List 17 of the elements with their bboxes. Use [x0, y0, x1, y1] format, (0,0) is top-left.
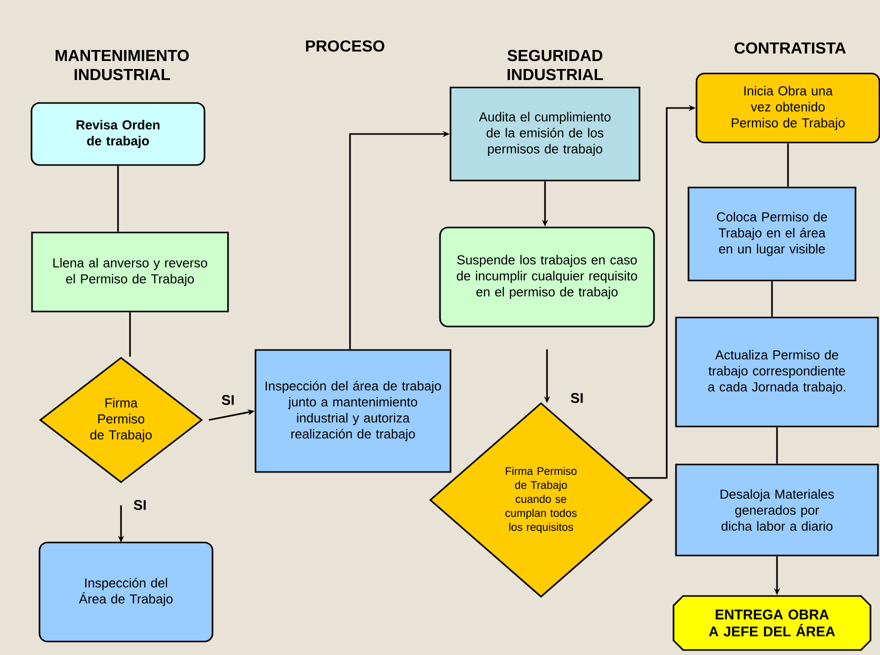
process-box: Inspección del Área de Trabajo	[38, 542, 214, 642]
process-box: Revisa Orden de trabajo	[30, 102, 206, 166]
process-box: Llena al anverso y reverso el Permiso de Trabajo	[31, 232, 229, 312]
edge-label: SI	[569, 392, 585, 404]
edge-label: SI	[132, 499, 148, 511]
process-box: Coloca Permiso de Trabajo en el área en un lugar visible	[688, 186, 856, 282]
column-heading: CONTRATISTA	[734, 42, 846, 54]
process-box: Suspende los trabajos en caso de incumplir cualquier requisito en el permiso de trabajo	[439, 226, 655, 328]
process-box: Actualiza Permiso de trabajo correspondiente a cada Jornada trabajo.	[675, 316, 879, 428]
process-box: Inspección del área de trabajo junto a mantenimiento industrial y autoriza realización de trabajo	[254, 349, 452, 473]
process-box: Inicia Obra una vez obtenido Permiso de Trabajo	[696, 72, 880, 144]
process-box: Audita el cumplimiento de la emisión de los permisos de trabajo	[450, 86, 640, 182]
terminal-box: ENTREGA OBRA A JEFE DEL ÁREA	[672, 595, 872, 651]
column-heading: MANTENIMIENTO INDUSTRIAL	[56, 50, 189, 80]
column-heading: PROCESO	[306, 40, 384, 52]
process-box: Desaloja Materiales generados por dicha labor a diario	[675, 464, 879, 556]
edge-label: SI	[220, 394, 236, 406]
